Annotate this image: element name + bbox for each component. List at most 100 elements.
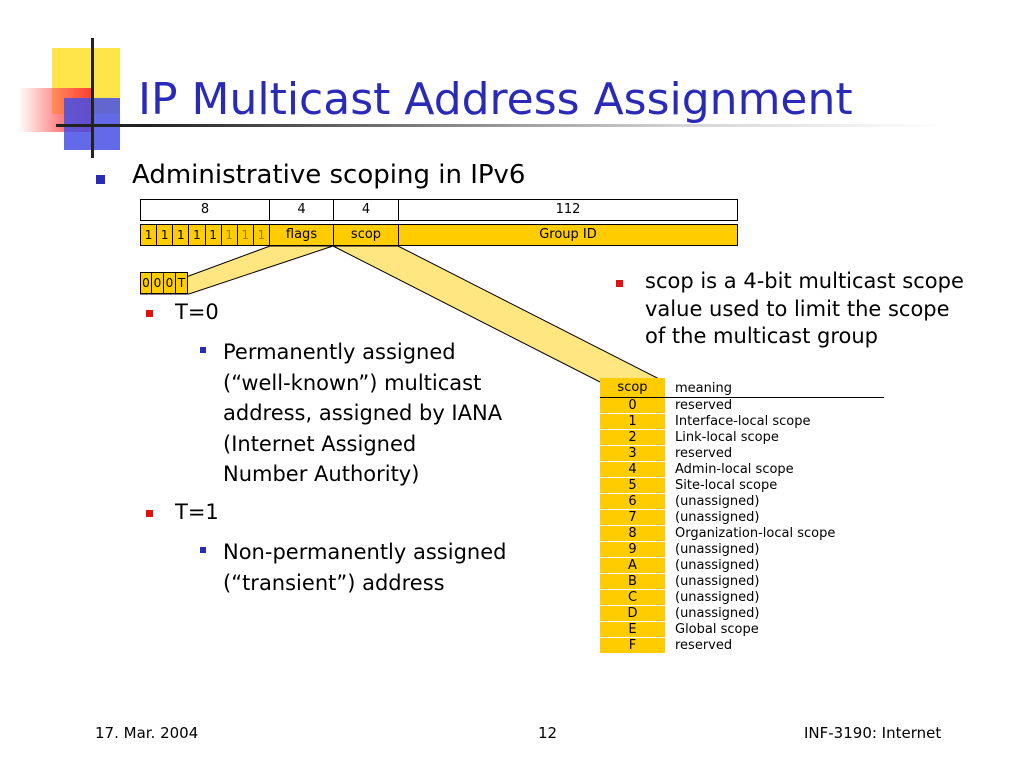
address-field-row: 1 1 1 1 1 1 1 1 flags scop Group ID xyxy=(140,224,738,246)
table-row: 6(unassigned) xyxy=(600,494,884,510)
note-line: scop is a 4-bit multicast scope xyxy=(645,268,964,296)
flag-bits-row: 0 0 0 T xyxy=(140,272,188,294)
bullet-square-icon xyxy=(146,310,153,317)
prefix-bit: 1 xyxy=(141,225,157,245)
prefix-bit: 1 xyxy=(157,225,173,245)
bullet-square-icon xyxy=(146,510,153,517)
scop-value: 8 xyxy=(600,526,665,542)
bullet-text: T=0 xyxy=(175,300,219,324)
bullet-square-icon xyxy=(200,347,206,353)
flag-bit: 0 xyxy=(164,272,176,294)
width-cell: 4 xyxy=(270,199,334,221)
desc-line: address, assigned by IANA xyxy=(223,398,502,429)
scop-value: 5 xyxy=(600,478,665,494)
bullet-square-icon xyxy=(200,547,206,553)
prefix-bit: 1 xyxy=(206,225,222,245)
scop-field: scop xyxy=(334,224,399,246)
table-row: 7(unassigned) xyxy=(600,510,884,526)
scop-value: A xyxy=(600,558,665,574)
scop-value: 6 xyxy=(600,494,665,510)
prefix-bit: 1 xyxy=(254,225,269,245)
bullet-transient-desc: Non-permanently assigned (“transient”) a… xyxy=(200,537,506,598)
footer-page-number: 12 xyxy=(538,724,557,742)
bullet-permanent-desc: Permanently assigned (“well-known”) mult… xyxy=(200,337,502,490)
field-width-row: 8 4 4 112 xyxy=(140,199,738,221)
width-cell: 112 xyxy=(399,199,738,221)
scop-meaning: (unassigned) xyxy=(665,590,884,606)
prefix-bit: 1 xyxy=(238,225,254,245)
prefix-bits: 1 1 1 1 1 1 1 1 xyxy=(140,224,270,246)
flag-bit-t: T xyxy=(176,272,188,294)
table-row: A(unassigned) xyxy=(600,558,884,574)
note-line: of the multicast group xyxy=(645,323,964,351)
header-meaning: meaning xyxy=(665,378,884,397)
scop-value: 9 xyxy=(600,542,665,558)
table-row: B(unassigned) xyxy=(600,574,884,590)
scop-meaning: (unassigned) xyxy=(665,542,884,558)
bullet-t0: T=0 xyxy=(146,300,219,324)
table-header-row: scop meaning xyxy=(600,378,884,398)
desc-line: (“well-known”) multicast xyxy=(223,368,502,399)
scop-value: D xyxy=(600,606,665,622)
scop-value: 2 xyxy=(600,430,665,446)
footer-course: INF-3190: Internet xyxy=(804,724,941,742)
header-scop: scop xyxy=(600,378,665,397)
bullet-t1: T=1 xyxy=(146,500,219,524)
scop-meaning: (unassigned) xyxy=(665,606,884,622)
scop-value: 4 xyxy=(600,462,665,478)
width-cell: 4 xyxy=(334,199,399,221)
table-row: C(unassigned) xyxy=(600,590,884,606)
note-line: value used to limit the scope xyxy=(645,296,964,324)
footer-date: 17. Mar. 2004 xyxy=(95,724,198,742)
scop-meaning: (unassigned) xyxy=(665,494,884,510)
scop-meaning: Site-local scope xyxy=(665,478,884,494)
table-row: 2Link-local scope xyxy=(600,430,884,446)
bullet-text: T=1 xyxy=(175,500,219,524)
bullet-scop-note: scop is a 4-bit multicast scope value us… xyxy=(616,268,964,351)
table-row: 0reserved xyxy=(600,398,884,414)
desc-line: Permanently assigned xyxy=(223,337,502,368)
prefix-bit: 1 xyxy=(189,225,205,245)
desc-line: Non-permanently assigned xyxy=(223,537,506,568)
scop-meaning: Organization-local scope xyxy=(665,526,884,542)
scop-value: 1 xyxy=(600,414,665,430)
scop-value: 0 xyxy=(600,398,665,414)
group-id-field: Group ID xyxy=(399,224,738,246)
table-row: 9(unassigned) xyxy=(600,542,884,558)
table-row: D(unassigned) xyxy=(600,606,884,622)
scop-meaning: reserved xyxy=(665,398,884,414)
scop-meaning: (unassigned) xyxy=(665,558,884,574)
scop-value: C xyxy=(600,590,665,606)
desc-line: (“transient”) address xyxy=(223,568,506,599)
desc-line: (Internet Assigned xyxy=(223,429,502,460)
scop-meaning: Global scope xyxy=(665,622,884,638)
flag-bit: 0 xyxy=(140,272,152,294)
prefix-bit: 1 xyxy=(173,225,189,245)
scop-meaning: Admin-local scope xyxy=(665,462,884,478)
scop-value: E xyxy=(600,622,665,638)
scop-meaning: Interface-local scope xyxy=(665,414,884,430)
width-cell: 8 xyxy=(140,199,270,221)
scop-value: 7 xyxy=(600,510,665,526)
scop-meaning: reserved xyxy=(665,638,884,654)
bullet-square-icon xyxy=(616,280,623,287)
scop-meaning: (unassigned) xyxy=(665,574,884,590)
scop-meaning: reserved xyxy=(665,446,884,462)
scop-value: F xyxy=(600,638,665,654)
scop-value: 3 xyxy=(600,446,665,462)
scop-meaning: (unassigned) xyxy=(665,510,884,526)
flag-bit: 0 xyxy=(152,272,164,294)
flags-field: flags xyxy=(270,224,334,246)
prefix-bit: 1 xyxy=(222,225,238,245)
scop-value: B xyxy=(600,574,665,590)
desc-line: Number Authority) xyxy=(223,459,502,490)
